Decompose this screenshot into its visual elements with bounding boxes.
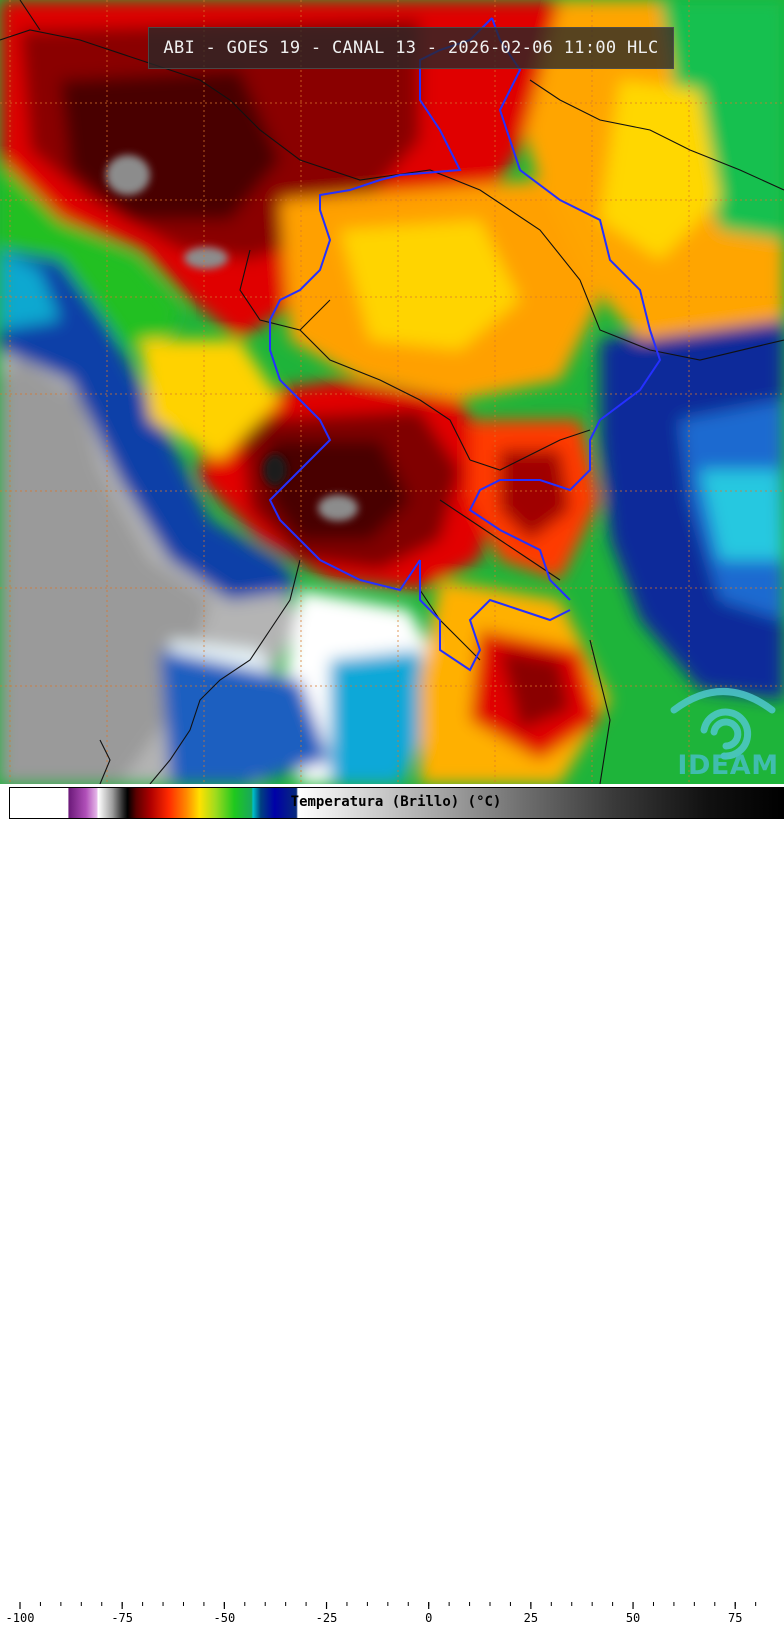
national-border [268,17,662,672]
coldest-cloud-tops [106,155,358,521]
satellite-map: ABI - GOES 19 - CANAL 13 - 2026-02-06 11… [0,0,784,784]
map-title: ABI - GOES 19 - CANAL 13 - 2026-02-06 11… [148,27,674,69]
ideam-logo-text: IDEAM [677,750,779,781]
colorbar-tick-label: 0 [425,1611,432,1625]
colorbar-tick-label: -25 [316,1611,338,1625]
colorbar-tick-label: -75 [111,1611,133,1625]
colorbar-tick-label: 50 [626,1611,640,1625]
lat-lon-grid [0,0,784,784]
ideam-swirl-logo-icon [670,688,776,760]
colorbar-legend: Temperatura (Brillo) (°C) -100 -75 -50 -25 0… [0,784,784,1625]
colorbar-label: Temperatura (Brillo) (°C) [290,794,502,810]
department-borders [0,0,784,784]
temperature-colorbar [9,787,784,819]
colorbar-ticks: -100 -75 -50 -25 0 25 50 75 [6,1602,757,1625]
colorbar-tick-label: 75 [728,1611,742,1625]
satellite-imagery [0,0,784,784]
colorbar-tick-label: -100 [6,1611,35,1625]
colorbar-tick-label: 25 [524,1611,538,1625]
colorbar-tick-label: -50 [214,1611,236,1625]
